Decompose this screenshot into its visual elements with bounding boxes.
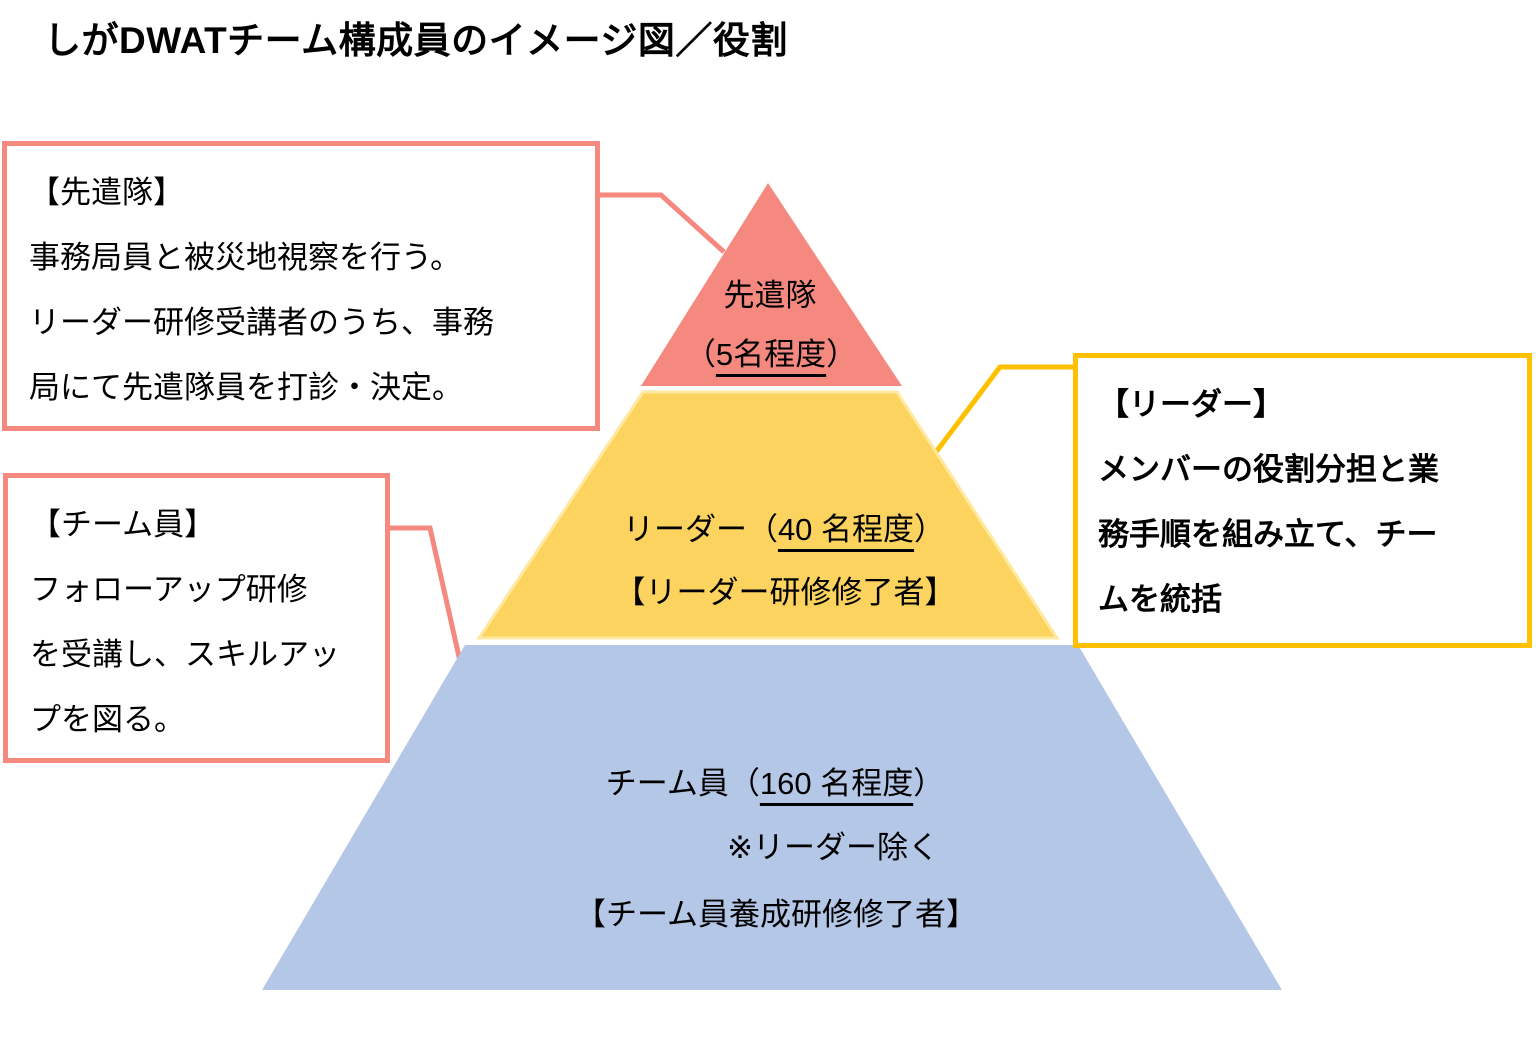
tier-member-count-value: 160 名程度	[759, 766, 914, 801]
tier-leader-name: リーダー（	[622, 512, 778, 547]
callout-member: 【チーム員】 フォローアップ研修 を受講し、スキルアッ プを図る。	[3, 473, 390, 763]
tier-member-note-text: ※リーダー除く	[727, 830, 939, 865]
tier-leader-count-value: 40 名程度	[777, 512, 915, 547]
callout-member-text-line: を受講し、スキルアッ	[30, 637, 340, 672]
callout-leader-text-line: 務手順を組み立て、チー	[1098, 517, 1438, 552]
tier-member-qualification-text: 【チーム員養成研修修了者】	[574, 897, 978, 932]
tier-advance-count: （5名程度）	[685, 322, 857, 388]
tier-leader-count-suffix: ）	[914, 512, 946, 547]
tier-leader-qualification-text: 【リーダー研修修了者】	[614, 575, 956, 610]
tier-leader-shape	[476, 390, 1060, 640]
tier-member-note: ※リーダー除く	[727, 815, 939, 881]
callout-leader-heading: 【リーダー】	[1098, 387, 1284, 422]
callout-advance-text-line: リーダー研修受講者のうち、事務	[29, 305, 494, 340]
tier-advance-count-suffix: ）	[826, 337, 858, 372]
callout-member-text-line: フォローアップ研修	[30, 572, 308, 607]
tier-member-qualification: 【チーム員養成研修修了者】	[575, 882, 977, 948]
callout-advance: 【先遣隊】 事務局員と被災地視察を行う。 リーダー研修受講者のうち、事務 局にて…	[2, 141, 600, 431]
tier-advance-count-value: 5名程度	[715, 337, 827, 372]
page-title: しがDWATチーム構成員のイメージ図／役割	[44, 20, 788, 61]
connector-leader-line	[934, 364, 1076, 454]
callout-leader-text-line: ムを統括	[1098, 582, 1222, 617]
callout-leader: 【リーダー】 メンバーの役割分担と業 務手順を組み立て、チー ムを統括	[1073, 353, 1532, 648]
connector-member-line	[390, 525, 465, 671]
tier-advance-shape	[641, 183, 902, 386]
tier-leader-qualification: 【リーダー研修修了者】	[615, 560, 956, 626]
tier-member-name: チーム員（	[605, 766, 760, 801]
callout-member-text-line: プを図る。	[30, 702, 185, 737]
tier-advance-count-prefix: （	[684, 337, 716, 372]
callout-advance-text-line: 事務局員と被災地視察を行う。	[29, 240, 462, 275]
connector-advance-line	[600, 192, 726, 254]
callout-leader-text-line: メンバーの役割分担と業	[1098, 452, 1439, 487]
tier-member-label: チーム員（160 名程度）	[606, 751, 944, 817]
tier-leader-label: リーダー（40 名程度）	[623, 497, 945, 563]
callout-advance-text-line: 局にて先遣隊員を打診・決定。	[29, 370, 463, 405]
tier-member-count-suffix: ）	[913, 766, 945, 801]
callout-member-heading: 【チーム員】	[30, 507, 216, 542]
callout-advance-heading: 【先遣隊】	[29, 175, 184, 210]
tier-advance-label: 先遣隊	[724, 263, 817, 329]
tier-advance-name: 先遣隊	[723, 278, 817, 313]
tier-member-shape	[262, 645, 1282, 990]
